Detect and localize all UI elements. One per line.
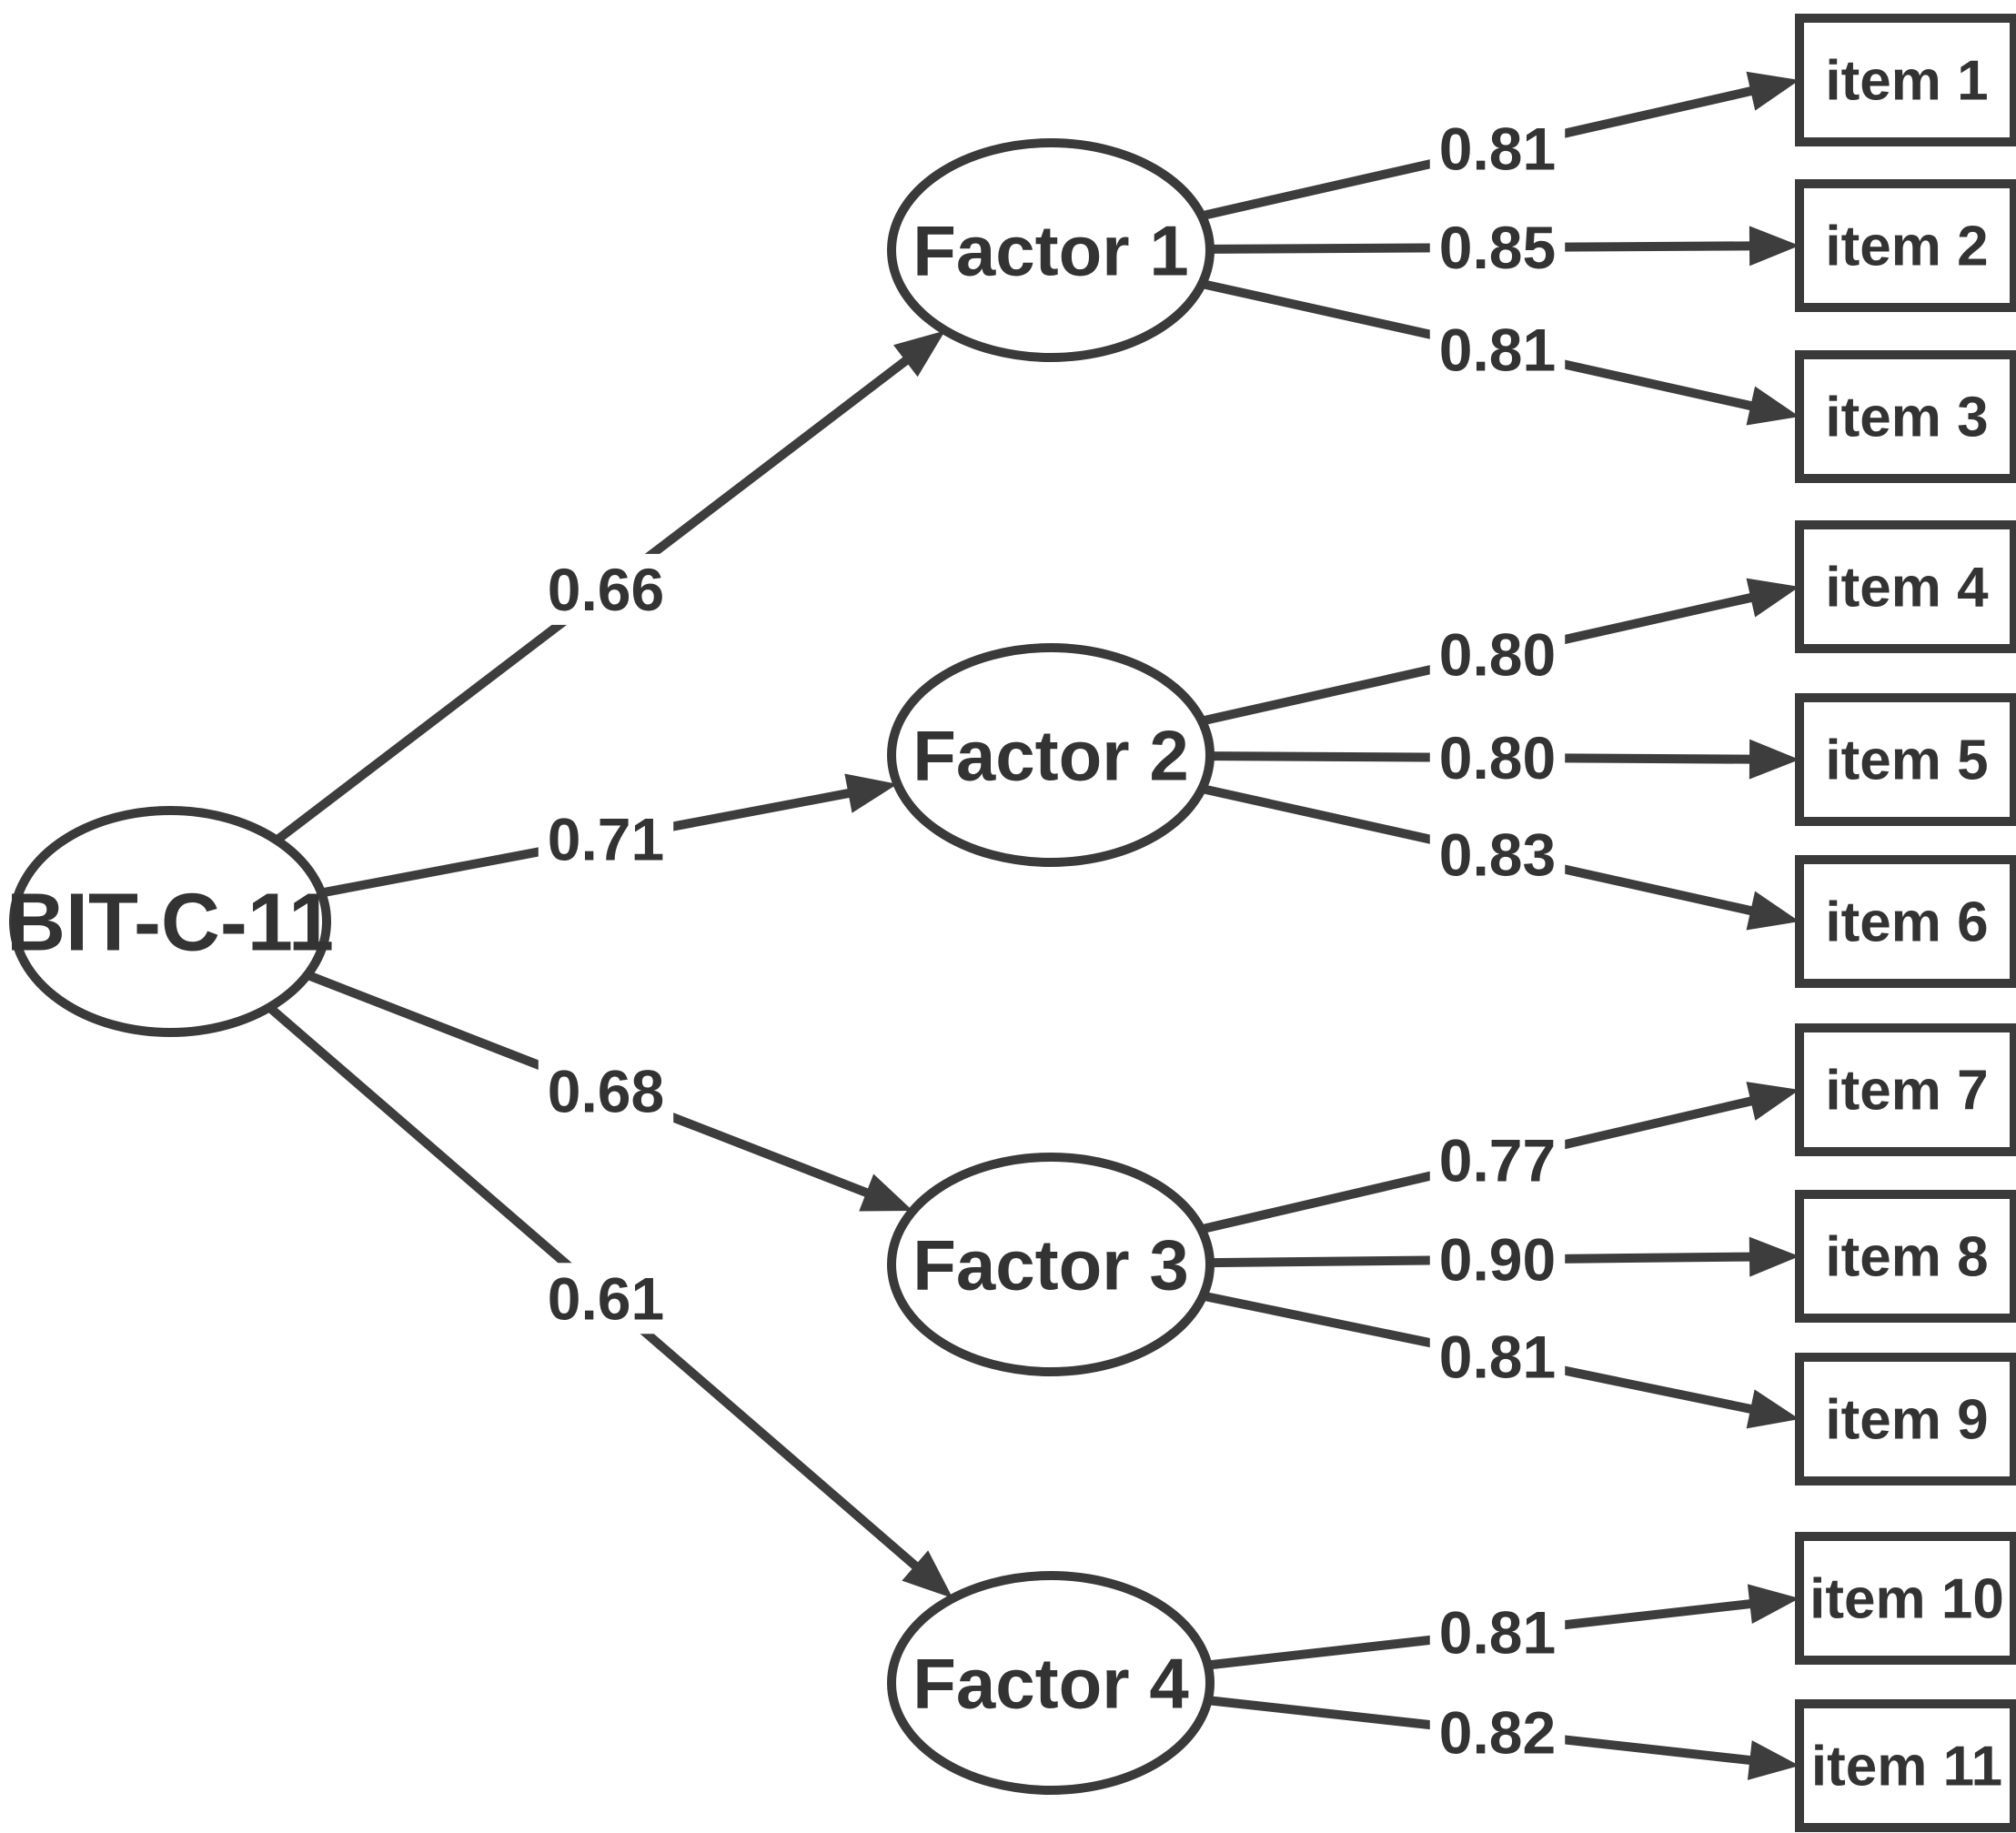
arrowhead: [1746, 386, 1799, 426]
item-label: item 11: [1811, 1736, 2002, 1798]
item-loading-label-item-1: 0.81: [1439, 116, 1556, 183]
factor-label: Factor 3: [912, 1224, 1188, 1304]
factor-label: Factor 4: [912, 1643, 1188, 1723]
arrowhead: [844, 773, 898, 813]
item-node-item-3: item 3: [1795, 350, 2016, 483]
root-loading-label-3: 0.68: [548, 1058, 664, 1125]
factor-ellipse: [887, 643, 1215, 867]
arrowhead: [1747, 1740, 1799, 1780]
label-backing: [1429, 1596, 1566, 1668]
item-box: [1795, 855, 2016, 988]
root-loading-label-2: 0.71: [548, 806, 664, 873]
factor-ellipse: [887, 1153, 1215, 1376]
factor-node-3: Factor 3: [887, 1153, 1215, 1376]
root-node: BIT-C-11: [6, 806, 334, 1037]
arrowhead: [1749, 739, 1799, 780]
item-loading-label-item-6: 0.83: [1439, 821, 1556, 888]
item-node-item-4: item 4: [1795, 520, 2016, 653]
label-backing: [538, 803, 674, 875]
item-loading-label-item-10: 0.81: [1439, 1599, 1556, 1667]
item-loading-label-item-8: 0.90: [1439, 1226, 1556, 1294]
factor-label: Factor 2: [912, 715, 1188, 795]
item-loading-label-item-2: 0.85: [1439, 214, 1556, 281]
label-backing: [538, 1055, 674, 1127]
item-box: [1795, 693, 2016, 826]
arrowhead: [902, 1550, 953, 1598]
factor-node-1: Factor 1: [887, 138, 1215, 362]
item-loading-label-item-5: 0.80: [1439, 724, 1556, 791]
item-label: item 7: [1825, 1060, 1988, 1123]
item-label: item 8: [1825, 1226, 1988, 1289]
arrowhead: [859, 1173, 913, 1212]
item-box: [1795, 14, 2016, 146]
item-label: item 4: [1825, 557, 1989, 619]
item-label: item 6: [1825, 891, 1988, 954]
label-backing: [1429, 314, 1566, 386]
root-loading-label-4: 0.61: [548, 1264, 664, 1332]
factor-label: Factor 1: [912, 210, 1188, 290]
factor-ellipse: [887, 138, 1215, 362]
item-loading-label-item-3: 0.81: [1439, 316, 1556, 383]
arrowhead: [1746, 578, 1799, 618]
label-backing: [1429, 212, 1566, 284]
item-box: [1795, 1190, 2016, 1323]
item-box: [1795, 179, 2016, 312]
item-node-item-2: item 2: [1795, 179, 2016, 312]
label-backing: [1429, 819, 1566, 891]
arrowhead: [1746, 1082, 1799, 1121]
item-box: [1795, 1023, 2016, 1156]
label-backing: [1429, 1224, 1566, 1295]
item-label: item 1: [1825, 50, 1988, 113]
item-loading-label-item-7: 0.77: [1439, 1127, 1556, 1194]
item-node-item-9: item 9: [1795, 1353, 2016, 1486]
arrowhead: [1746, 891, 1799, 931]
arrowhead: [1746, 71, 1799, 111]
item-box: [1795, 1699, 2016, 1832]
item-node-item-1: item 1: [1795, 14, 2016, 146]
item-node-item-10: item 10: [1795, 1532, 2016, 1665]
item-node-item-6: item 6: [1795, 855, 2016, 988]
item-box: [1795, 520, 2016, 653]
arrowhead: [1749, 1236, 1799, 1277]
item-box: [1795, 1532, 2016, 1665]
label-backing: [538, 1263, 674, 1334]
root-ellipse: [9, 806, 331, 1037]
label-backing: [1429, 1321, 1566, 1393]
item-box: [1795, 1353, 2016, 1486]
item-loading-label-item-9: 0.81: [1439, 1324, 1556, 1391]
item-label: item 10: [1809, 1568, 2004, 1631]
arrowhead: [1747, 1584, 1799, 1625]
factor-node-4: Factor 4: [887, 1571, 1215, 1795]
item-label: item 9: [1825, 1389, 1988, 1452]
arrowhead: [1746, 1389, 1799, 1429]
item-loading-label-item-4: 0.80: [1439, 621, 1556, 689]
item-node-item-5: item 5: [1795, 693, 2016, 826]
label-backing: [538, 553, 674, 625]
label-backing: [1429, 722, 1566, 794]
item-box: [1795, 350, 2016, 483]
label-backing: [1429, 1697, 1566, 1768]
factor-node-2: Factor 2: [887, 643, 1215, 867]
item-label: item 5: [1825, 730, 1988, 792]
root-label: BIT-C-11: [6, 878, 334, 969]
root-loading-label-1: 0.66: [548, 556, 664, 623]
arrowhead: [892, 330, 946, 378]
label-backing: [1429, 619, 1566, 690]
label-backing: [1429, 1124, 1566, 1196]
item-node-item-11: item 11: [1795, 1699, 2016, 1832]
item-loading-label-item-11: 0.82: [1439, 1698, 1556, 1766]
item-node-item-7: item 7: [1795, 1023, 2016, 1156]
label-backing: [1429, 113, 1566, 185]
item-label: item 3: [1825, 387, 1988, 449]
factor-ellipse: [887, 1571, 1215, 1795]
arrowhead: [1749, 226, 1799, 267]
item-node-item-8: item 8: [1795, 1190, 2016, 1323]
item-label: item 2: [1825, 216, 1988, 278]
